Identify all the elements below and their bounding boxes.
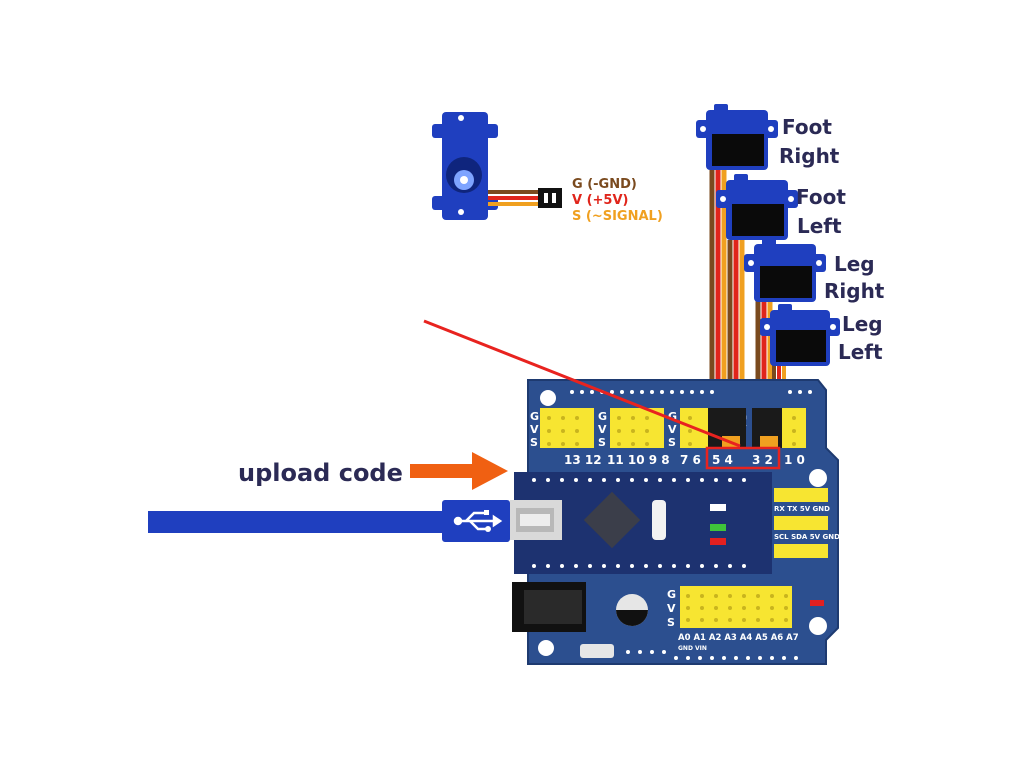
gvs-labels-bottom: G V S (667, 588, 676, 629)
servo-label-leg-left-2: Left (838, 340, 883, 364)
screw-hole (458, 209, 464, 215)
servo-mount-tab (432, 196, 498, 210)
servo-label-foot-left-1: Foot (796, 185, 846, 209)
gvs-s: S (598, 436, 606, 449)
mount-hole (540, 390, 556, 406)
led-red (710, 538, 726, 545)
legend-5v: V (+5V) (572, 193, 628, 208)
header-grp-11-8 (610, 408, 664, 448)
header-grp-13-12 (540, 408, 594, 448)
mount-hole (538, 640, 554, 656)
gvs-v: V (668, 423, 677, 436)
usb-port (510, 500, 562, 540)
analog-pin-dots (686, 594, 788, 622)
servo-leg-left (760, 304, 840, 366)
nano-pin-row-top (532, 478, 746, 482)
gvs-s: S (667, 616, 675, 629)
servo-label-leg-right-1: Leg (834, 252, 875, 276)
power-pin-labels: GND VIN (678, 645, 707, 652)
reference-servo (432, 112, 562, 220)
nano-pin-row-bottom (532, 564, 746, 568)
bottom-dots (626, 650, 798, 660)
orange-arrow-icon (410, 452, 508, 490)
legend-signal: S (~SIGNAL) (572, 209, 663, 224)
led-white (710, 504, 726, 511)
pin-label-3-2: 3 2 (752, 453, 773, 467)
servo-mount-tab (432, 124, 498, 138)
usb-cable (148, 511, 448, 533)
gvs-s: S (668, 436, 676, 449)
servo-label-foot-left-2: Left (797, 214, 842, 238)
digital-pin-labels: 13 12 11 10 9 8 7 6 5 4 3 2 1 0 (564, 453, 805, 467)
connector-pin (552, 193, 556, 203)
servo-foot-right (696, 104, 778, 170)
serial-header: RX TX 5V GND SCL SDA 5V GND (774, 488, 840, 558)
analog-header (680, 586, 792, 628)
pin-highlight-box (705, 446, 781, 470)
servo-label-leg-left-1: Leg (842, 312, 883, 336)
connector-pin (544, 193, 548, 203)
usb-icon (453, 510, 503, 532)
serial-labels: RX TX 5V GND (774, 505, 830, 513)
servo-connector (538, 188, 562, 208)
pin-label-1-0: 1 0 (784, 453, 805, 467)
gvs-g: G (668, 410, 677, 423)
screw-hole (458, 115, 464, 121)
gvs-g: G (667, 588, 676, 601)
i2c-labels: SCL SDA 5V GND (774, 533, 840, 541)
pin-label-13-12: 13 12 (564, 453, 602, 467)
servo-foot-left (716, 174, 798, 240)
analog-pin-labels: A0 A1 A2 A3 A4 A5 A6 A7 (678, 633, 799, 643)
upload-code-label: upload code (238, 459, 403, 487)
servo-label-leg-right-2: Right (824, 279, 885, 303)
power-jack-opening (524, 590, 582, 624)
digital-headers (540, 408, 806, 448)
header-pin-dots (547, 416, 796, 446)
gvs-v: V (598, 423, 607, 436)
servo-leg-right (744, 238, 826, 302)
header-dots-top (570, 390, 812, 394)
gvs-v: V (667, 602, 676, 615)
pin-label-11-8: 11 10 9 8 (607, 453, 670, 467)
led-green (710, 524, 726, 531)
servo-label-foot-right-2: Right (779, 144, 840, 168)
crystal (652, 500, 666, 540)
red-pointer-line (423, 319, 741, 448)
connector-plug (760, 436, 778, 448)
gvs-s: S (530, 436, 538, 449)
header-grp-1-0 (782, 408, 806, 448)
mount-hole (809, 617, 827, 635)
servo-label-foot-right-1: Foot (782, 115, 832, 139)
mount-hole (809, 469, 827, 487)
smd-component (810, 600, 824, 606)
gvs-g: G (530, 410, 539, 423)
pin-label-5-4: 5 4 (712, 453, 733, 467)
nano-board (514, 472, 772, 574)
pin-label-7-6: 7 6 (680, 453, 701, 467)
reset-button (580, 644, 614, 658)
legend-gnd: G (-GND) (572, 177, 637, 192)
capacitor (616, 594, 648, 626)
gvs-v: V (530, 423, 539, 436)
gvs-g: G (598, 410, 607, 423)
servo-horn-center (460, 176, 468, 184)
